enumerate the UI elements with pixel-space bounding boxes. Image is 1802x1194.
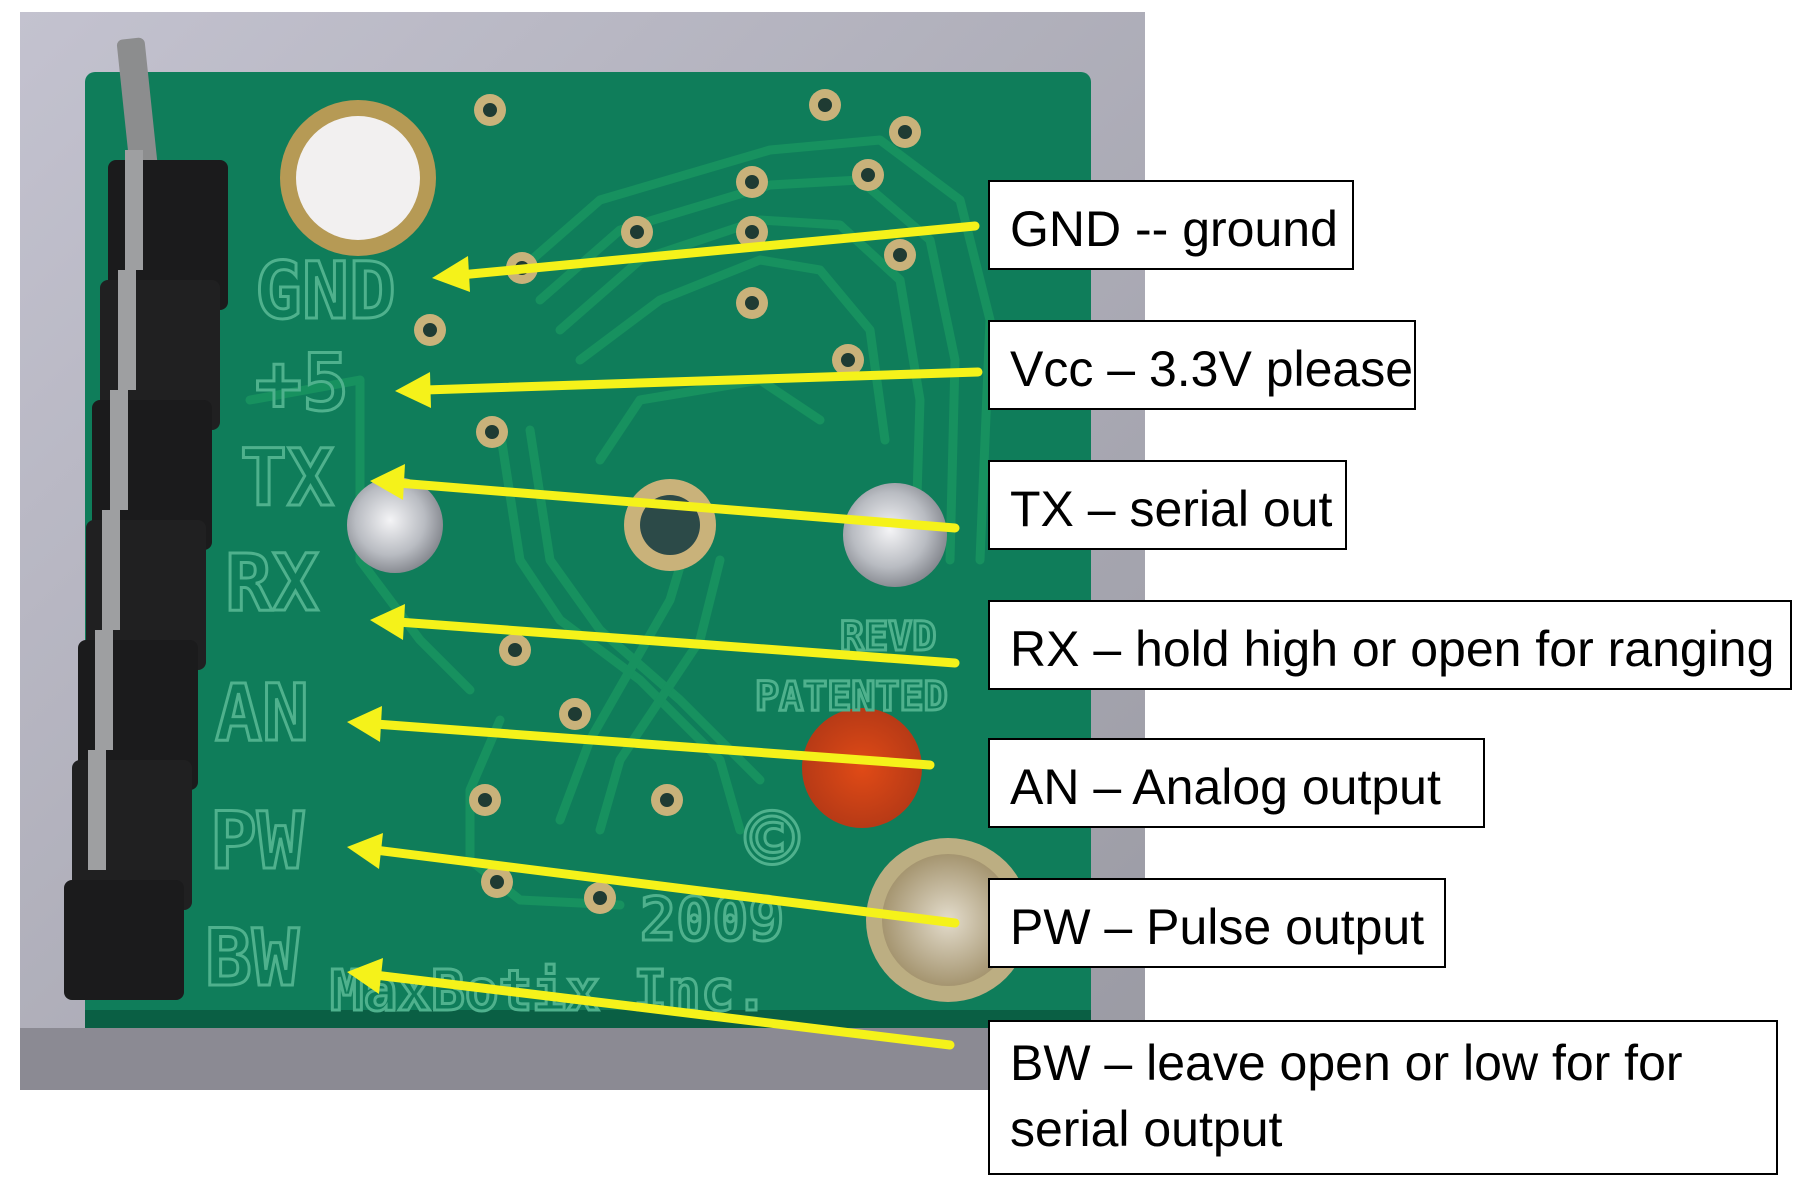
silk-patented: PATENTED	[755, 674, 948, 720]
arrow-tx	[393, 478, 960, 533]
label-vcc-text: Vcc – 3.3V please	[1010, 341, 1414, 397]
silk-bw: BW	[205, 914, 299, 1004]
label-tx: TX – serial out	[988, 460, 1347, 550]
label-bw: BW – leave open or low for for serial ou…	[988, 1020, 1778, 1175]
arrow-pw	[370, 845, 960, 928]
via-holes	[423, 98, 912, 905]
silk-tx: TX	[240, 434, 334, 524]
silk-plus5: +5	[255, 339, 349, 429]
silk-rx: RX	[225, 539, 319, 629]
label-gnd: GND -- ground	[988, 180, 1354, 270]
label-pw-text: PW – Pulse output	[1010, 899, 1425, 955]
label-bw-text: BW – leave open or low for for serial ou…	[1010, 1035, 1683, 1157]
label-tx-text: TX – serial out	[1010, 481, 1333, 537]
arrow-bw	[370, 970, 955, 1050]
arrow-gnd	[455, 221, 980, 280]
label-rx-text: RX – hold high or open for ranging	[1010, 621, 1775, 677]
label-gnd-text: GND -- ground	[1010, 201, 1338, 257]
solder-pads-large	[347, 477, 947, 587]
arrow-an	[370, 719, 935, 770]
arrow-rx	[393, 617, 960, 668]
silk-pw: PW	[210, 797, 304, 887]
header-pins	[64, 37, 228, 1000]
pcb-bottom-strip	[20, 1028, 1145, 1090]
label-vcc: Vcc – 3.3V please	[988, 320, 1416, 410]
silk-copyright: ©	[745, 787, 800, 892]
label-rx: RX – hold high or open for ranging	[988, 600, 1792, 690]
orange-component	[802, 708, 922, 828]
label-an: AN – Analog output	[988, 738, 1485, 828]
silk-gnd: GND	[255, 247, 396, 337]
label-an-text: AN – Analog output	[1010, 759, 1441, 815]
silk-an: AN	[215, 669, 309, 759]
label-pw: PW – Pulse output	[988, 878, 1446, 968]
arrow-vcc	[420, 367, 983, 395]
pcb-bottom-shadow	[85, 1010, 1091, 1030]
